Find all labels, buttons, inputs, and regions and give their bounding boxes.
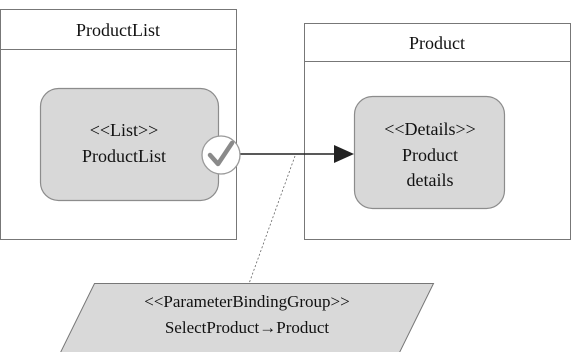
container-product-title: Product: [409, 33, 465, 53]
node-list-box[interactable]: [39, 87, 220, 202]
parameter-binding-group[interactable]: <<ParameterBindingGroup>> SelectProduct→…: [60, 283, 435, 352]
node-details-name-line2: details: [407, 170, 454, 190]
node-list-name: ProductList: [82, 146, 166, 166]
checkmark-circle-icon[interactable]: [201, 135, 241, 175]
node-list[interactable]: <<List>> ProductList: [39, 87, 220, 202]
container-product-frame: [304, 23, 571, 240]
container-productlist: ProductList: [0, 9, 237, 240]
binding-shape[interactable]: [60, 283, 435, 352]
node-details-stereotype: <<Details>>: [384, 119, 476, 139]
binding-stereotype: <<ParameterBindingGroup>>: [144, 292, 349, 311]
node-list-stereotype: <<List>>: [90, 120, 159, 140]
node-details-name-line1: Product: [402, 145, 458, 165]
arrowhead-icon: [334, 145, 354, 163]
node-details-box[interactable]: [353, 95, 506, 210]
binding-link: [245, 155, 296, 293]
container-productlist-frame: [0, 9, 237, 240]
flow-connector[interactable]: [240, 145, 354, 163]
container-productlist-title: ProductList: [76, 20, 160, 40]
node-details[interactable]: <<Details>> Product details: [353, 95, 506, 210]
container-product: Product: [304, 23, 571, 240]
binding-label: SelectProduct→Product: [165, 318, 330, 337]
